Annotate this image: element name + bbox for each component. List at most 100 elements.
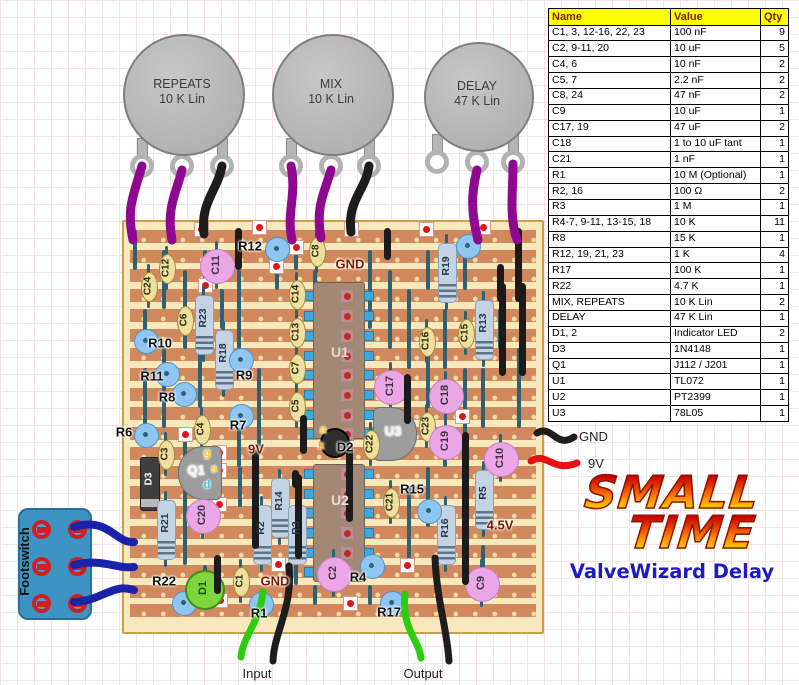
pot-lug-mix-1: [279, 154, 303, 178]
capacitor-c5: [288, 392, 306, 422]
part-value: 10 uF: [670, 103, 761, 121]
lead-dot: [257, 600, 263, 606]
wire-link: [238, 467, 242, 507]
part-value: PT2399: [670, 389, 761, 407]
part-name: D1, 2: [548, 325, 671, 343]
ic-pin: [304, 390, 314, 400]
wire-link: [198, 348, 202, 408]
part-value: 10 K: [670, 214, 761, 232]
ic-label: U1: [331, 344, 349, 360]
ic-pin: [304, 469, 314, 479]
ic-pin: [304, 370, 314, 380]
part-name: C2, 9-11, 20: [548, 40, 671, 58]
ic-u1: [313, 282, 365, 439]
part-name: U3: [548, 405, 671, 422]
resistor-r5: [474, 470, 494, 530]
capacitor-c16: [418, 327, 436, 357]
part-qty: 2: [760, 72, 789, 89]
standing-resistor: [416, 498, 442, 524]
diode-label: D3: [143, 472, 155, 486]
resistor-r13: [474, 300, 494, 360]
resistor-bands: [438, 284, 456, 300]
wire-link: [237, 428, 241, 467]
capacitor-c2: [316, 556, 352, 592]
part-value: 4.7 K: [670, 278, 761, 296]
led-label: D1: [197, 580, 209, 596]
footswitch-lug-4: [68, 557, 87, 576]
capacitor-label: C2: [327, 565, 339, 581]
part-value: 15 K: [670, 230, 761, 248]
footswitch-lug-3: [32, 557, 51, 576]
capacitor-label: C4: [195, 422, 207, 436]
part-qty: 1: [760, 135, 789, 153]
resistor-label: R3: [290, 521, 302, 535]
part-name: C21: [548, 151, 671, 169]
part-name: R4-7, 9-11, 13-15, 18: [548, 214, 671, 232]
lug-contact: [36, 526, 47, 533]
resistor-label: R19: [440, 256, 452, 276]
lead-dot: [464, 242, 470, 248]
part-qty: 4: [760, 246, 789, 264]
standing-resistor: [154, 361, 180, 387]
part-value: Indicator LED: [670, 325, 761, 343]
part-value: 1 nF: [670, 151, 761, 169]
resistor-label: R16: [439, 518, 451, 538]
standing-resistor: [171, 381, 197, 407]
wire-link: [443, 309, 447, 369]
ic-pin: [364, 528, 374, 538]
pot-value: 47 K Lin: [454, 94, 500, 108]
capacitor-c12: [158, 254, 176, 284]
part-value: TL072: [670, 373, 761, 391]
capacitor-label: C19: [439, 430, 451, 452]
wire-link: [220, 289, 224, 329]
copper-strip: [130, 269, 536, 283]
wire-link: [481, 545, 485, 585]
cut-dot: [202, 282, 209, 289]
capacitor-label: C6: [178, 313, 190, 327]
black-jumper: [498, 283, 506, 376]
part-qty: 1: [760, 405, 789, 422]
part-qty: 2: [760, 56, 789, 74]
wire-link: [407, 487, 411, 565]
capacitor-c22: [362, 430, 380, 460]
resistor-r21: [156, 500, 176, 560]
led-d2: [320, 428, 350, 458]
cut-dot: [275, 561, 282, 568]
cut-dot: [198, 226, 205, 233]
ic-track-cut: [340, 349, 354, 363]
pot-repeats: [123, 34, 245, 156]
resistor-r14: [270, 478, 290, 538]
logo: SMALL TIME ValveWizard Delay: [548, 465, 796, 583]
wire-link: [183, 427, 187, 467]
standing-resistor: [228, 347, 254, 373]
pot-value: 10 K Lin: [308, 92, 354, 106]
black-jumper: [461, 432, 469, 585]
cut-dot: [423, 226, 430, 233]
ic-track-cut: [340, 546, 354, 560]
nine-v-wire-label: 9V: [588, 456, 604, 471]
lead-dot: [425, 507, 431, 513]
capacitor-label: C24: [142, 276, 154, 296]
part-name: U1: [548, 373, 671, 391]
pot-lug-repeats-1: [130, 154, 154, 178]
capacitor-label: C21: [384, 492, 396, 512]
standing-resistor: [248, 591, 274, 617]
part-qty: 1: [760, 278, 789, 296]
lead-dot: [180, 390, 186, 396]
capacitor-c10: [483, 441, 519, 477]
ic-pin: [364, 469, 374, 479]
capacitor-label: C9: [475, 575, 487, 591]
capacitor-label: C16: [420, 331, 432, 351]
lead-dot: [237, 356, 243, 362]
standing-resistor: [228, 403, 254, 429]
cut-dot: [480, 224, 487, 231]
